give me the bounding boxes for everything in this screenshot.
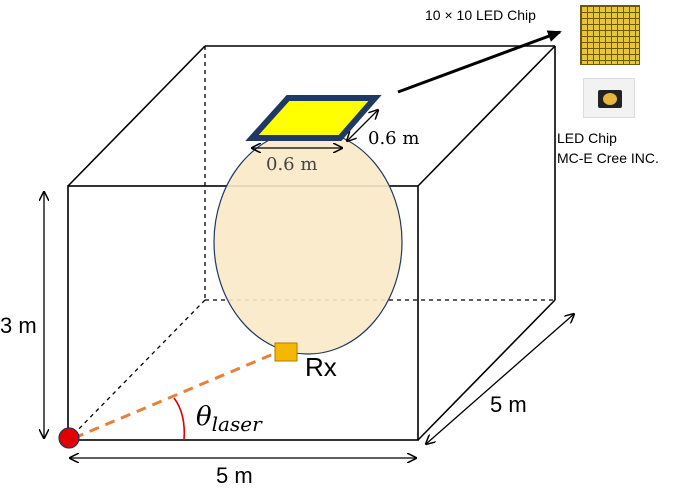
width-label: 5 m [216, 463, 253, 488]
led-dim-bottom-label: 0.6 m [266, 154, 318, 175]
height-label: 3 m [0, 313, 37, 338]
theta-subscript: laser [211, 412, 262, 436]
laser-path [73, 350, 279, 440]
laser-angle-arc [173, 397, 186, 441]
led-package-photo [583, 78, 635, 118]
led-grid-icon [580, 5, 640, 65]
rx-label: Rx [305, 352, 337, 382]
depth-label: 5 m [490, 392, 527, 417]
chip-caption-line2: MC-E Cree INC. [557, 150, 659, 166]
led-panel [245, 95, 382, 141]
led-dim-right-label: 0.6 m [368, 128, 420, 149]
depth-arrow [426, 314, 574, 444]
chip-pointer-arrow [397, 30, 562, 94]
led-dim-right-arrow [347, 110, 378, 141]
receiver-rx [274, 342, 298, 362]
theta-label: θlaser [196, 402, 262, 436]
chip-caption-line1: LED Chip [557, 130, 617, 146]
theta-symbol: θ [196, 402, 212, 432]
chip-title-label: 10 × 10 LED Chip [425, 7, 536, 23]
laser-source-dot [58, 427, 80, 449]
